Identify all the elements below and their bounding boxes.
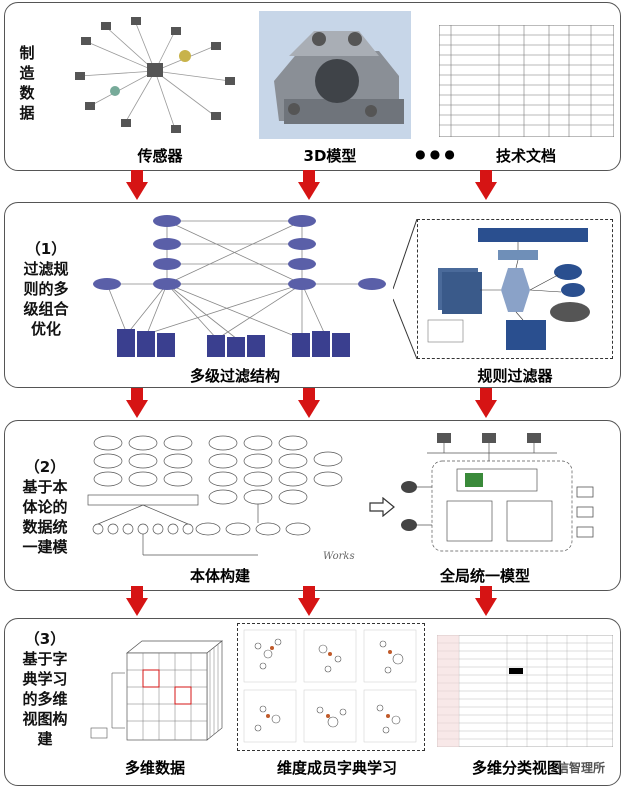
down-arrow-icon bbox=[298, 170, 320, 200]
caption-multidim-data: 多维数据 bbox=[124, 759, 185, 777]
down-arrow-icon bbox=[475, 586, 497, 616]
down-arrow-icon bbox=[298, 586, 320, 616]
rule-filter-box bbox=[417, 219, 613, 359]
label-line: （3） bbox=[24, 630, 66, 648]
label-line: 过滤规 bbox=[23, 260, 69, 278]
global-model-figure bbox=[401, 433, 594, 552]
down-arrow-icon bbox=[475, 388, 497, 418]
caption-rule-filter: 规则过滤器 bbox=[477, 367, 553, 385]
ellipsis: ● ● ● bbox=[415, 147, 455, 161]
right-arrow-icon bbox=[369, 497, 395, 517]
caption-sensor: 传感器 bbox=[137, 147, 183, 165]
3d-model-figure bbox=[259, 11, 411, 139]
technical-document-figure bbox=[439, 25, 614, 137]
label-line: 一建模 bbox=[22, 538, 68, 556]
panel-label: （2） 基于本 体论的 数据统 一建模 bbox=[11, 457, 79, 557]
label-line: 据 bbox=[19, 104, 35, 122]
caption-technical-document: 技术文档 bbox=[495, 147, 556, 165]
down-arrow-icon bbox=[126, 586, 148, 616]
panel-label: （1） 过滤规 则的多 级组合 优化 bbox=[11, 239, 81, 339]
sensor-network-figure bbox=[75, 17, 235, 133]
label-line: 基于字 bbox=[22, 650, 68, 668]
panel-multilevel-filter: （1） 过滤规 则的多 级组合 优化 bbox=[4, 202, 621, 388]
down-arrow-icon bbox=[298, 388, 320, 418]
zoom-lines bbox=[393, 219, 418, 359]
down-arrow-icon bbox=[475, 170, 497, 200]
label-line: 数据统 bbox=[22, 518, 68, 536]
data-cube-figure bbox=[90, 640, 223, 741]
ontology-figure: Works bbox=[87, 435, 355, 562]
panel-label: （3） 基于字 典学习 的多维 视图构 建 bbox=[11, 629, 79, 749]
multilevel-filter-figure bbox=[93, 215, 386, 357]
label-line: 建 bbox=[37, 730, 53, 748]
label-line: 造 bbox=[19, 64, 35, 82]
panel-ontology-modeling: （2） 基于本 体论的 数据统 一建模 bbox=[4, 420, 621, 591]
dictionary-learning-box bbox=[237, 623, 425, 751]
label-line: 数 bbox=[19, 84, 35, 102]
watermark: 信智理所 bbox=[557, 761, 606, 775]
label-line: （1） bbox=[25, 240, 67, 258]
label-line: 视图构 bbox=[22, 710, 68, 728]
label-line: 的多维 bbox=[22, 690, 68, 708]
caption-ontology: 本体构建 bbox=[189, 567, 250, 585]
label-line: 则的多 bbox=[23, 280, 69, 298]
caption-dictionary-learning: 维度成员字典学习 bbox=[276, 759, 397, 777]
down-arrow-icon bbox=[126, 388, 148, 418]
classification-table-figure bbox=[437, 635, 613, 747]
panel-label: 制 造 数 据 bbox=[17, 43, 37, 123]
panel-dictionary-learning: （3） 基于字 典学习 的多维 视图构 建 多维数据 bbox=[4, 618, 621, 786]
label-line: 基于本 bbox=[22, 478, 68, 496]
caption-global-model: 全局统一模型 bbox=[439, 567, 530, 585]
label-line: 级组合 bbox=[23, 300, 69, 318]
caption-classification-view: 多维分类视图 bbox=[471, 759, 562, 777]
caption-multilevel-filter: 多级过滤结构 bbox=[189, 367, 280, 385]
label-line: 制 bbox=[19, 44, 35, 62]
panel-manufacturing-data: 制 造 数 据 传感器 bbox=[4, 2, 621, 171]
label-line: 典学习 bbox=[22, 670, 68, 688]
label-line: （2） bbox=[24, 458, 66, 476]
down-arrow-icon bbox=[126, 170, 148, 200]
label-line: 体论的 bbox=[22, 498, 68, 516]
label-line: 优化 bbox=[30, 320, 61, 338]
svg-text:Works: Works bbox=[323, 551, 355, 562]
caption-3d-model: 3D模型 bbox=[303, 147, 357, 165]
